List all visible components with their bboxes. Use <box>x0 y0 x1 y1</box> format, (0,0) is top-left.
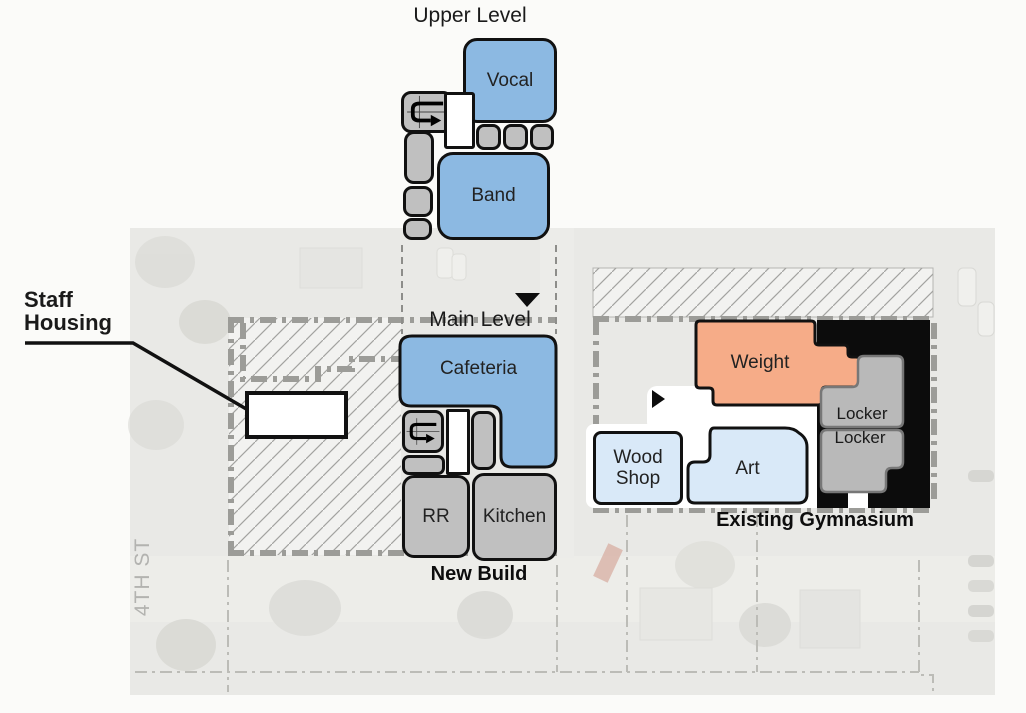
staff-housing-building <box>245 391 348 439</box>
room-rr: RR <box>402 475 470 558</box>
staff-housing-label: Staff Housing <box>24 288 154 334</box>
new-build-dashed-lines <box>401 245 557 334</box>
main-level-title: Main Level <box>429 308 531 331</box>
down-triangle-icon <box>515 293 540 307</box>
upper-small-room-1 <box>476 124 501 150</box>
wood-shop-label-line1: Wood <box>613 447 663 468</box>
upper-side-room-3 <box>403 218 432 240</box>
photo-texture <box>128 228 995 671</box>
upper-small-room-3 <box>530 124 554 150</box>
gym-site-hatch <box>592 267 934 318</box>
upper-level-title: Upper Level <box>413 4 527 27</box>
existing-gymnasium-label: Existing Gymnasium <box>716 509 914 531</box>
locker-room-lower-shape <box>819 428 905 494</box>
weight-label: Weight <box>730 352 790 373</box>
main-corridor <box>446 409 470 475</box>
stair-main <box>402 410 444 453</box>
new-build-label: New Build <box>430 563 528 585</box>
locker-room-upper-shape <box>819 354 905 429</box>
cafeteria-label: Cafeteria <box>439 358 518 379</box>
stair-uturn-arrow-icon <box>406 418 440 445</box>
locker-upper-label: Locker <box>836 404 888 423</box>
upper-side-room-1 <box>404 131 434 184</box>
rr-label: RR <box>422 505 450 527</box>
upper-small-room-2 <box>503 124 528 150</box>
staff-housing-site-border <box>228 317 557 556</box>
right-triangle-icon <box>652 390 665 408</box>
main-small-room <box>402 455 445 475</box>
property-lines <box>135 515 934 695</box>
existing-building-outline <box>240 323 401 382</box>
street-label-4th-st: 4TH ST <box>131 537 154 617</box>
art-label: Art <box>735 458 760 479</box>
stair-uturn-arrow-icon <box>407 95 447 129</box>
wood-shop-label-line2: Shop <box>615 468 661 489</box>
art-room-shape <box>686 426 809 505</box>
room-wood-shop: Wood Shop <box>593 431 683 505</box>
locker-lower-label: Locker <box>834 428 886 447</box>
room-vocal: Vocal <box>463 38 557 123</box>
vocal-label: Vocal <box>486 69 534 91</box>
room-kitchen: Kitchen <box>472 473 557 561</box>
band-label: Band <box>471 185 516 206</box>
room-band: Band <box>437 152 550 240</box>
cafeteria-room-shape <box>398 334 558 469</box>
upper-landing <box>444 92 475 149</box>
main-side-room <box>471 411 496 470</box>
kitchen-label: Kitchen <box>482 506 547 527</box>
staff-housing-label-line2: Housing <box>24 310 112 335</box>
upper-side-room-2 <box>403 186 433 217</box>
staff-housing-label-line1: Staff <box>24 287 73 312</box>
gym-site-border <box>593 316 937 513</box>
